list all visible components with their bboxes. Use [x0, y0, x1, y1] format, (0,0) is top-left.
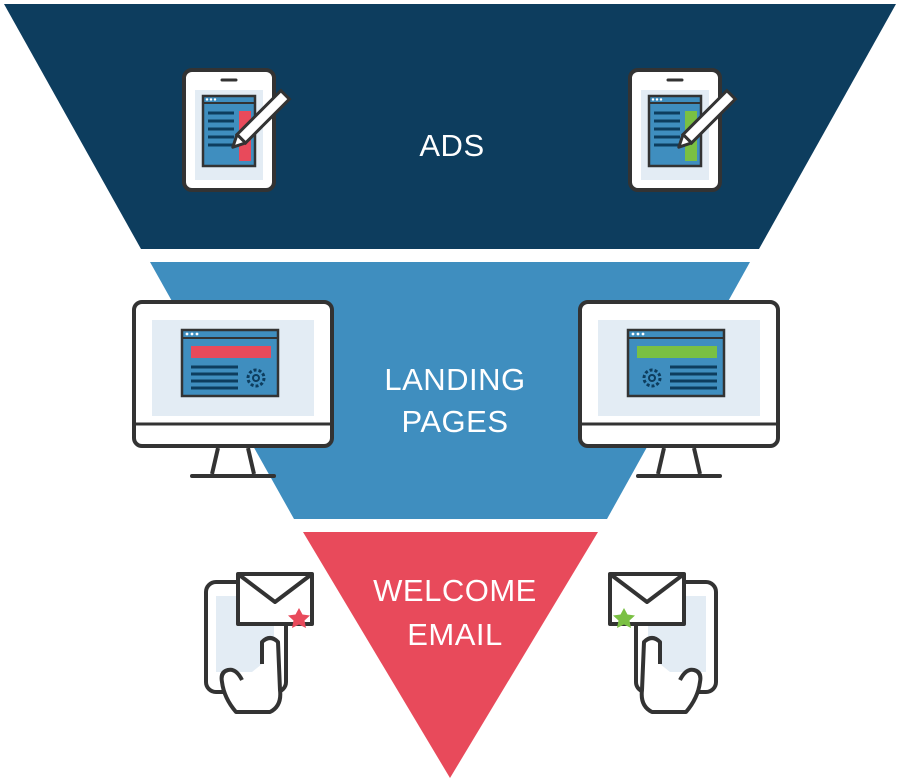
landing-label-line-1: LANDING	[384, 362, 525, 397]
landing-label-line-2: PAGES	[401, 404, 508, 439]
phone-email-red-star-icon	[204, 572, 314, 714]
tablet-pen-green-icon	[628, 68, 738, 192]
tablet-pen-red-icon	[182, 68, 292, 192]
email-label-line-2: EMAIL	[407, 617, 503, 652]
monitor-red-banner-icon	[132, 300, 334, 478]
ads-label: ADS	[419, 128, 484, 163]
ads-stage-band	[4, 4, 896, 249]
welcome-email-stage-band	[303, 532, 598, 778]
monitor-green-banner-icon	[578, 300, 780, 478]
phone-email-green-star-icon	[608, 572, 718, 714]
email-label-line-1: WELCOME	[373, 573, 537, 608]
